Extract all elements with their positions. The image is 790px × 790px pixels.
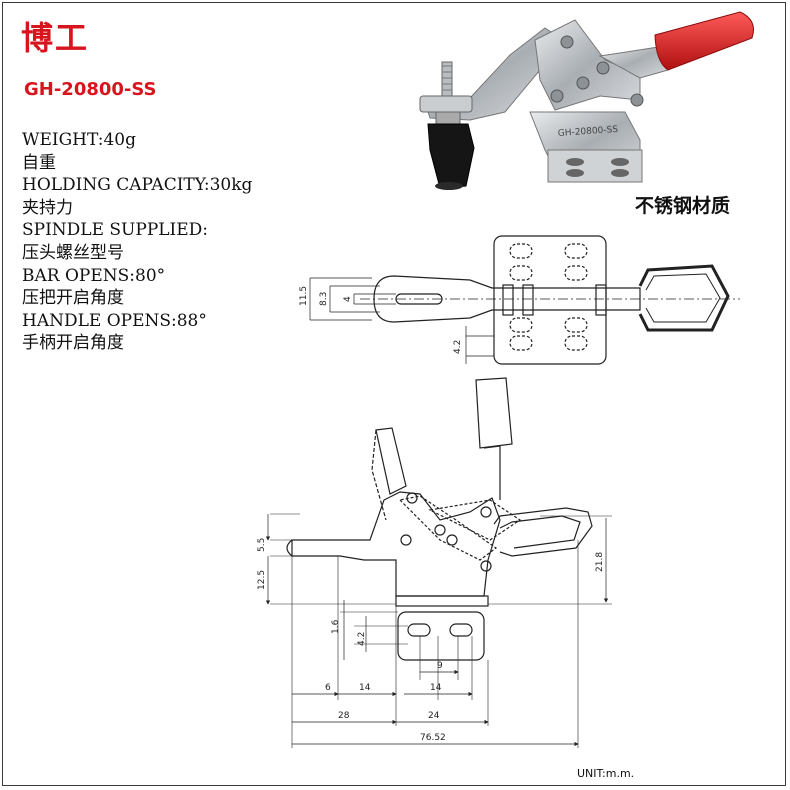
dim-6: 6 — [325, 683, 331, 693]
product-photo: GH-20800-SS — [419, 11, 754, 190]
dim-28: 28 — [338, 711, 350, 721]
dim-76-52: 76.52 — [420, 733, 446, 743]
dim-21-8: 21.8 — [595, 552, 605, 572]
dim-11-5: 11.5 — [299, 286, 309, 306]
dim-4-2-side: 4.2 — [357, 632, 367, 646]
side-view-drawing — [270, 377, 612, 748]
model-number: GH-20800-SS — [24, 79, 157, 100]
dim-4-2-top: 4.2 — [453, 340, 463, 354]
dim-5-5: 5.5 — [257, 538, 267, 552]
side-view-dimension-lines — [265, 514, 609, 747]
spec-spindle-cn: 压头螺丝型号 — [22, 242, 124, 263]
spec-list: WEIGHT:40g 自重 HOLDING CAPACITY:30kg 夹持力 … — [22, 129, 252, 355]
spec-spindle: SPINDLE SUPPLIED: — [22, 220, 209, 241]
spec-weight: WEIGHT:40g — [22, 130, 136, 150]
dim-9: 9 — [437, 661, 443, 671]
spec-bar-opens-cn: 压把开启角度 — [22, 288, 124, 309]
top-view-drawing — [309, 235, 740, 365]
unit-label: UNIT:m.m. — [577, 767, 635, 780]
spec-bar-opens: BAR OPENS:80° — [22, 265, 166, 286]
photo-engraving: GH-20800-SS — [558, 125, 619, 139]
brand-title: 博工 — [21, 19, 90, 57]
spec-holding-capacity: HOLDING CAPACITY:30kg — [22, 175, 253, 196]
top-view-dimensions: 11.5 8.3 4 4.2 — [299, 286, 463, 354]
material-label: 不锈钢材质 — [635, 195, 731, 217]
side-view-dimensions: 5.5 12.5 21.8 1.6 4.2 9 6 14 14 28 24 76… — [257, 538, 605, 743]
dim-14-b: 14 — [430, 683, 442, 693]
spec-holding-capacity-cn: 夹持力 — [22, 197, 73, 218]
dim-8-3: 8.3 — [319, 292, 329, 306]
spec-handle-opens: HANDLE OPENS:88° — [22, 310, 207, 331]
spec-weight-cn: 自重 — [22, 152, 56, 173]
dim-4: 4 — [343, 296, 353, 302]
spec-handle-opens-cn: 手柄开启角度 — [22, 333, 124, 354]
dim-24: 24 — [428, 711, 440, 721]
dim-12-5: 12.5 — [257, 570, 267, 590]
dim-1-6: 1.6 — [331, 619, 341, 634]
dim-14-a: 14 — [359, 683, 371, 693]
